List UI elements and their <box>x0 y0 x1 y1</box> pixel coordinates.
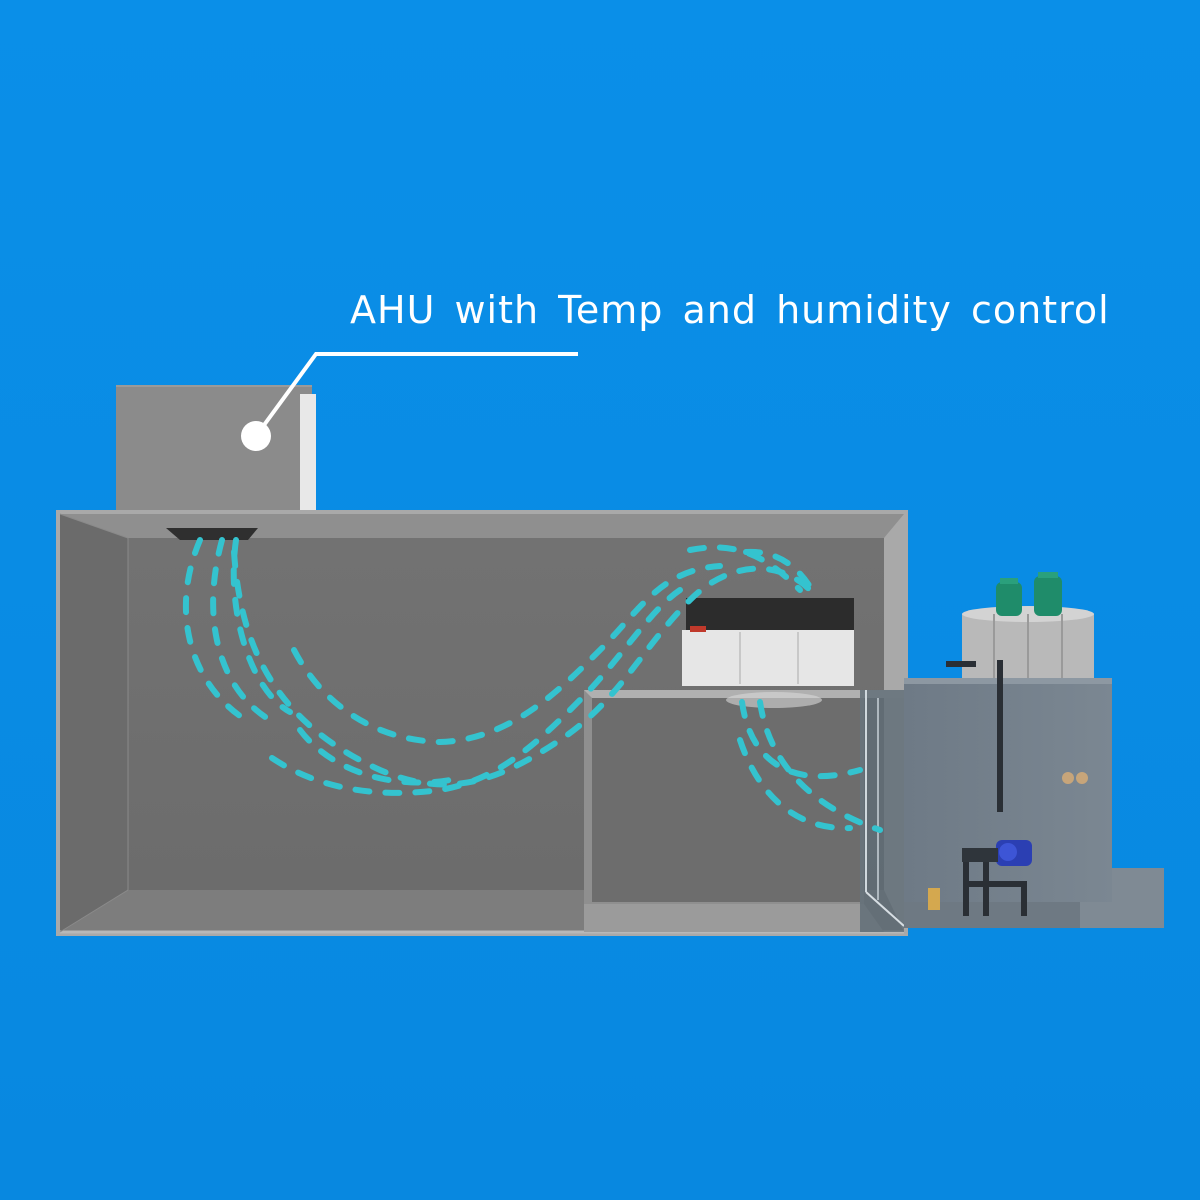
ahu-unit <box>116 385 316 514</box>
callout-pointer <box>241 352 578 451</box>
airflow-lines <box>182 537 883 833</box>
pump-icon <box>962 840 1032 866</box>
pipes <box>946 660 1027 916</box>
gauge-icon <box>928 772 1088 910</box>
callout-label: AHU with Temp and humidity control <box>350 288 1110 332</box>
ceiling-diffuser-icon <box>166 528 258 540</box>
callout-dot-icon <box>241 421 271 451</box>
motor-icon <box>996 572 1062 616</box>
inner-room <box>584 690 905 932</box>
cassette-unit <box>682 598 854 708</box>
